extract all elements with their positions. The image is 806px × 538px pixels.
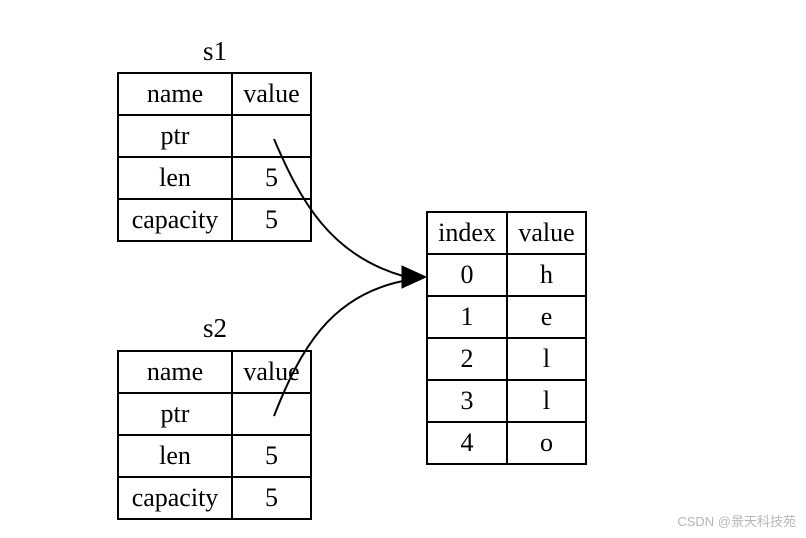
table-row: 0 h [426,253,587,297]
heap-value: o [506,421,587,465]
heap-value: h [506,253,587,297]
field-name: len [117,434,233,478]
s1-label: s1 [202,36,227,66]
header-value: value [231,72,312,116]
table-row: 1 e [426,295,587,339]
table-row: len 5 [117,156,312,200]
field-name: len [117,156,233,200]
heap-value: e [506,295,587,339]
field-value [231,114,312,158]
heap-index: 2 [426,337,508,381]
table-header-row: index value [426,211,587,255]
watermark: CSDN @景天科技苑 [677,514,796,529]
field-value: 5 [231,434,312,478]
header-name: name [117,350,233,394]
table-row: 2 l [426,337,587,381]
heap-index: 1 [426,295,508,339]
table-header-row: name value [117,350,312,394]
header-index: index [426,211,508,255]
field-name: capacity [117,476,233,520]
table-row: 4 o [426,421,587,465]
table-row: len 5 [117,434,312,478]
table-header-row: name value [117,72,312,116]
table-row: ptr [117,392,312,436]
heap-table: index value 0 h 1 e 2 l 3 l 4 o [426,211,587,465]
field-name: ptr [117,114,233,158]
s2-label: s2 [202,313,227,343]
field-value: 5 [231,476,312,520]
field-name: ptr [117,392,233,436]
field-value: 5 [231,156,312,200]
header-value: value [231,350,312,394]
heap-index: 0 [426,253,508,297]
field-name: capacity [117,198,233,242]
field-value [231,392,312,436]
s2-table: name value ptr len 5 capacity 5 [117,350,312,520]
heap-value: l [506,379,587,423]
table-row: 3 l [426,379,587,423]
header-name: name [117,72,233,116]
heap-index: 4 [426,421,508,465]
s1-table: name value ptr len 5 capacity 5 [117,72,312,242]
header-value: value [506,211,587,255]
table-row: capacity 5 [117,476,312,520]
field-value: 5 [231,198,312,242]
heap-value: l [506,337,587,381]
heap-index: 3 [426,379,508,423]
arrowhead-icon [401,265,428,289]
table-row: ptr [117,114,312,158]
table-row: capacity 5 [117,198,312,242]
